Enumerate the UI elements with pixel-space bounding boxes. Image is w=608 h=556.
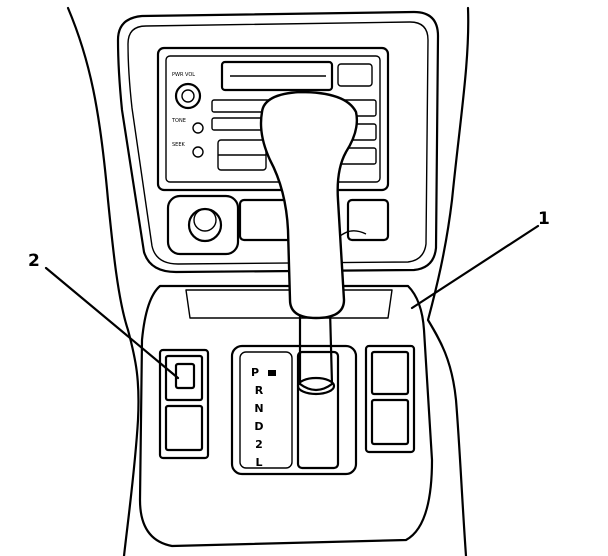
switch-upper (164, 354, 204, 402)
gear-n: N (254, 402, 263, 415)
callout-leaders (44, 224, 540, 380)
gear-r: R (255, 384, 264, 397)
radio-bezel (116, 10, 440, 274)
switch-lower (164, 404, 204, 452)
shift-lever (259, 90, 359, 396)
callout-2: 2 (28, 251, 40, 271)
leader-1 (410, 224, 540, 310)
left-switch-column (158, 348, 210, 460)
svg-text:TONE: TONE (171, 118, 186, 124)
svg-text:PWR VOL: PWR VOL (172, 72, 195, 78)
gear-d: D (254, 420, 263, 433)
shift-gate: P R N D 2 L (230, 344, 358, 476)
callout-1: 1 (538, 209, 550, 229)
park-indicator-icon (268, 370, 276, 376)
gear-indicator-panel (239, 351, 293, 469)
center-console (138, 284, 434, 548)
tape-slot (220, 60, 334, 92)
dashboard-outline (66, 6, 470, 556)
cigarette-lighter-icon (187, 207, 223, 243)
leader-2 (44, 266, 180, 380)
svg-text:SEEK: SEEK (172, 142, 185, 148)
gear-p: P (251, 366, 259, 379)
gear-2: 2 (255, 438, 263, 451)
right-switch-column (364, 344, 416, 454)
shift-knob (259, 90, 359, 320)
lower-bezel-row (166, 194, 390, 256)
volume-knob-icon (174, 82, 202, 110)
gear-l: L (255, 456, 262, 469)
